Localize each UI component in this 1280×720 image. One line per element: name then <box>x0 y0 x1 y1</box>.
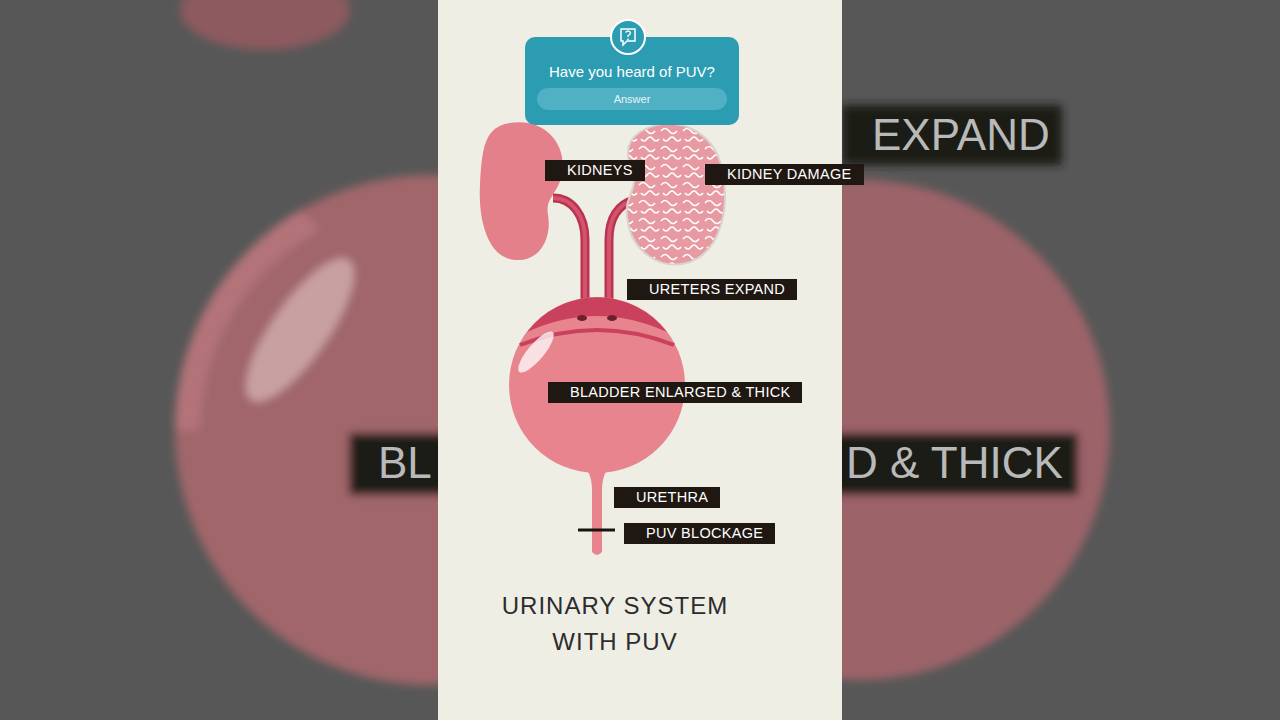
label-band: BLADDER ENLARGED & THICK <box>548 382 802 403</box>
question-popup: Have you heard of PUV? Answer <box>525 37 739 125</box>
label-band: KIDNEY DAMAGE <box>705 164 864 185</box>
diagram-caption: URINARY SYSTEM WITH PUV <box>490 588 740 660</box>
urethra <box>576 460 618 555</box>
label-text: BLADDER ENLARGED & THICK <box>570 385 790 400</box>
kidney <box>480 122 563 260</box>
background-label: EXPAND <box>872 110 1050 160</box>
label-band: KIDNEYS <box>545 160 645 181</box>
label-text: PUV BLOCKAGE <box>646 526 763 541</box>
background-label: D & THICK <box>846 438 1063 488</box>
label-band: URETHRA <box>614 487 720 508</box>
label-band: URETERS EXPAND <box>627 279 797 300</box>
answer-button: Answer <box>537 88 727 110</box>
label-text: KIDNEY DAMAGE <box>727 167 852 182</box>
label-text: KIDNEYS <box>567 163 633 178</box>
question-icon <box>608 17 648 57</box>
background-label: BL <box>378 438 432 488</box>
popup-question: Have you heard of PUV? <box>525 63 739 80</box>
label-text: URETERS EXPAND <box>649 282 785 297</box>
label-text: URETHRA <box>636 490 708 505</box>
label-band: PUV BLOCKAGE <box>624 523 775 544</box>
blockage-line <box>578 529 615 532</box>
